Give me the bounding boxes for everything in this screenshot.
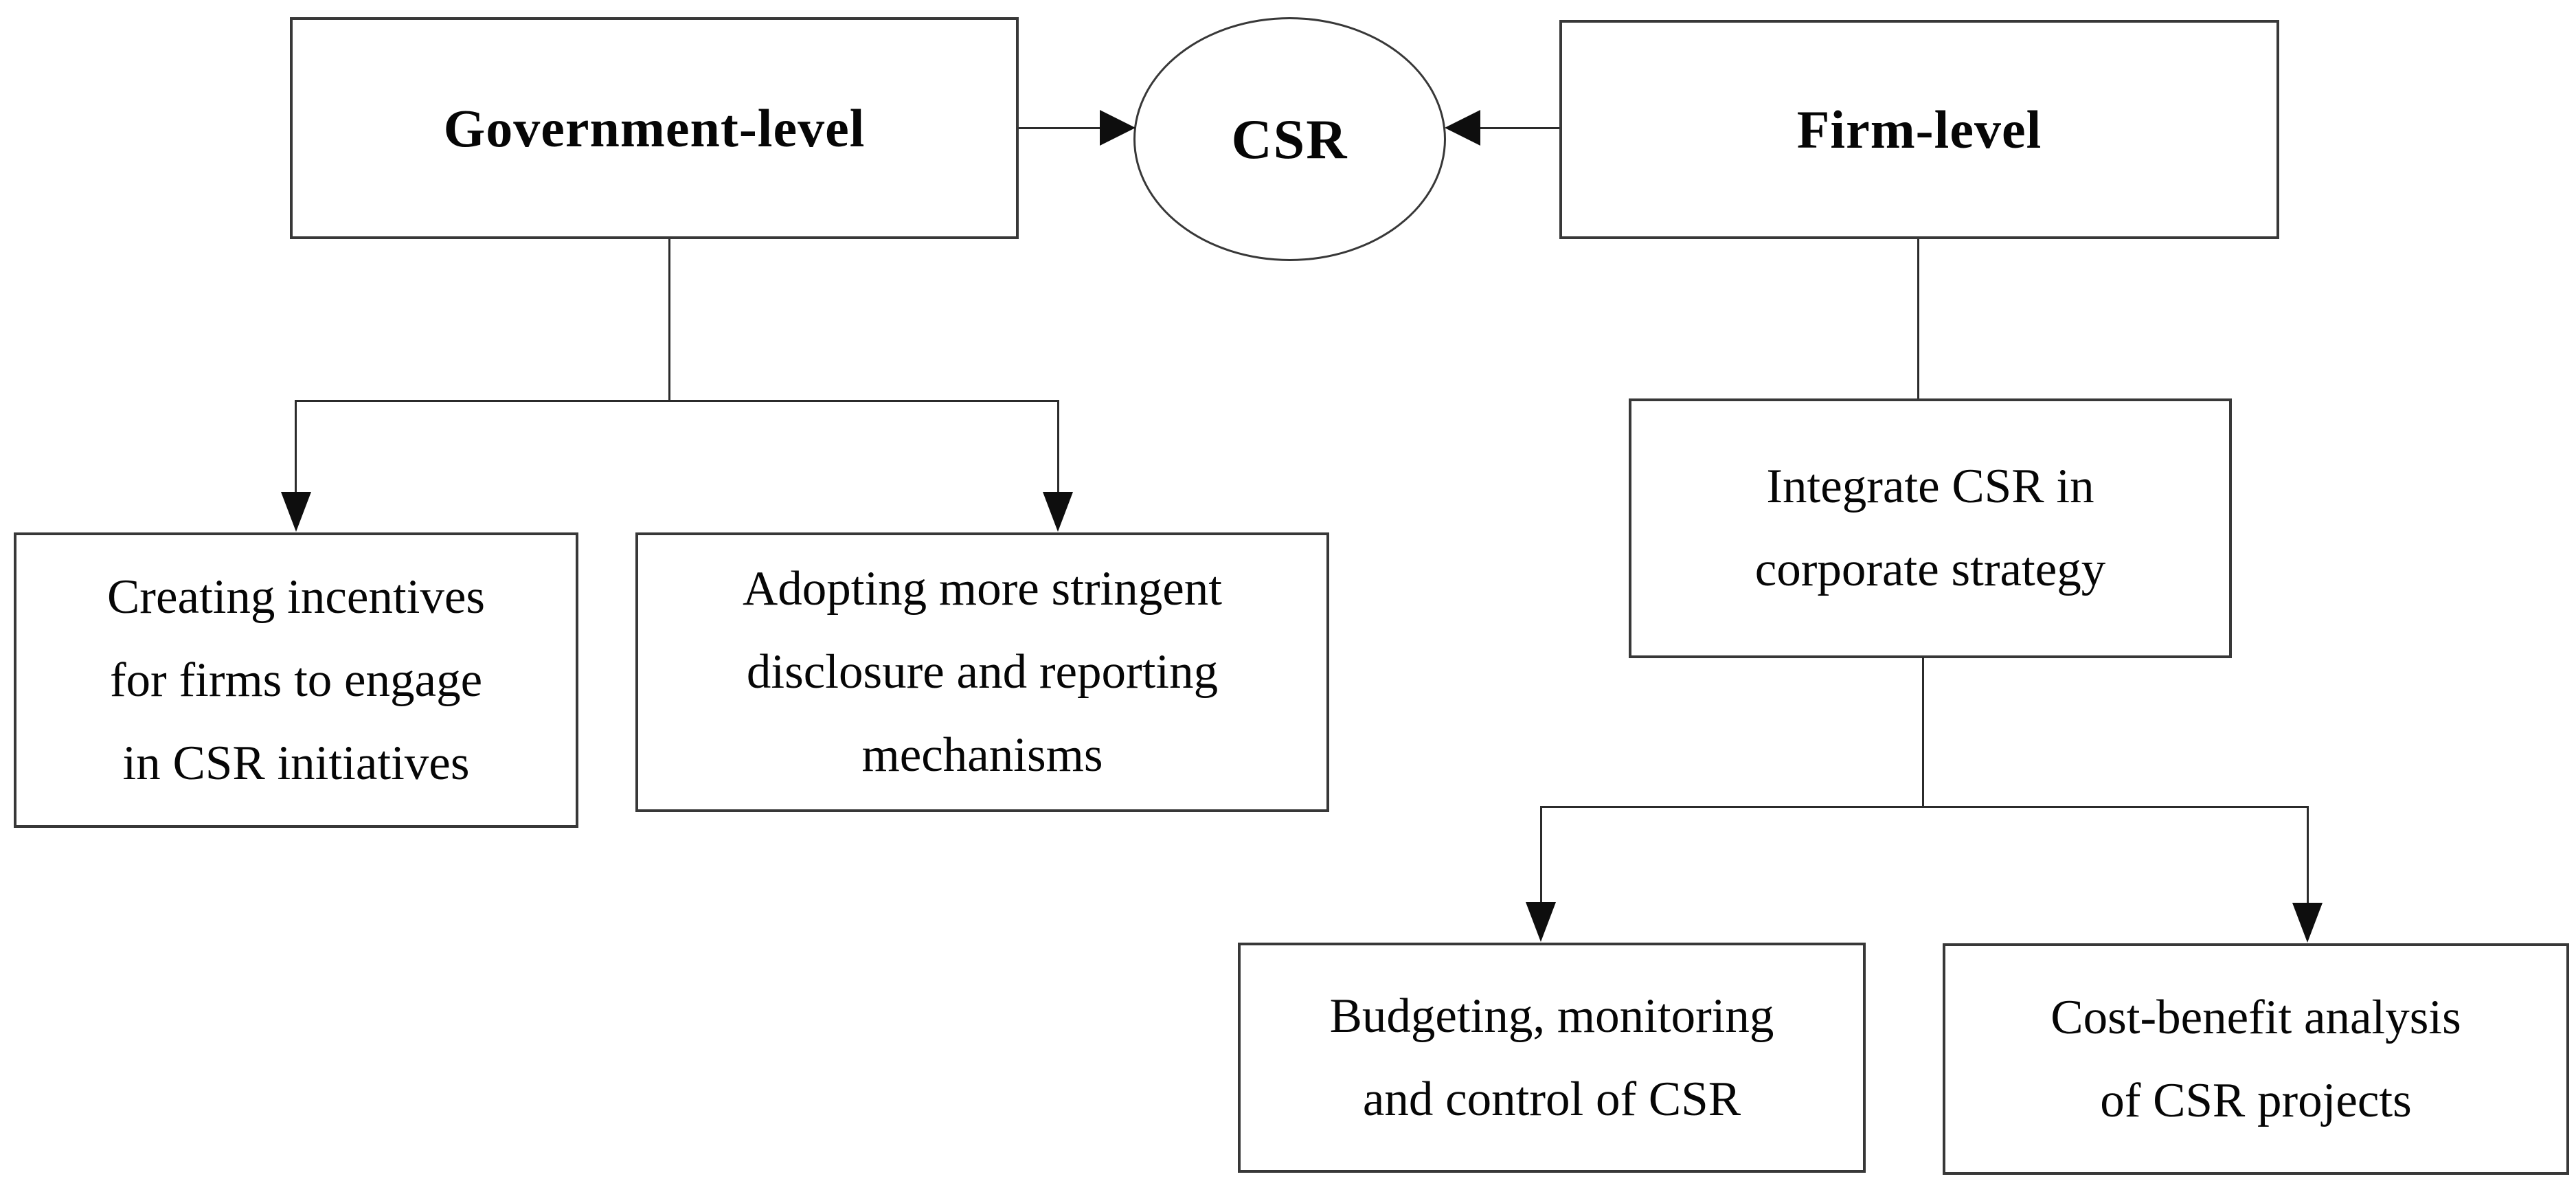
arrowhead-down-cost-benefit	[2292, 903, 2323, 943]
node-csr-label: CSR	[1231, 108, 1348, 170]
connector-drop-cost-benefit	[2307, 806, 2309, 903]
connector-drop-budgeting	[1540, 806, 1542, 903]
creating-incentives-line-1: Creating incentives	[106, 570, 486, 624]
connector-drop-creating-incentives	[295, 400, 297, 493]
node-government-level: Government-level	[290, 17, 1019, 239]
connector-firm-to-csr	[1480, 127, 1559, 129]
connector-government-stem	[668, 239, 670, 401]
node-government-level-label: Government-level	[443, 98, 866, 158]
connector-government-to-csr	[1019, 127, 1100, 129]
connector-integrate-stem	[1922, 657, 1924, 807]
cost-benefit-line-1: Cost-benefit analysis	[2050, 990, 2461, 1044]
cost-benefit-line-2: of CSR projects	[2100, 1073, 2412, 1127]
arrowhead-down-adopting-mechanisms	[1043, 492, 1073, 532]
creating-incentives-line-3: in CSR initiatives	[122, 736, 470, 790]
adopting-mechanisms-line-1: Adopting more stringent	[742, 562, 1223, 616]
node-csr-ellipse: CSR	[1133, 17, 1446, 261]
connector-firm-stem	[1917, 239, 1919, 400]
node-adopting-mechanisms: Adopting more stringent disclosure and r…	[635, 532, 1329, 812]
integrate-strategy-line-2: corporate strategy	[1754, 543, 2106, 596]
creating-incentives-line-2: for firms to engage	[109, 653, 483, 707]
node-cost-benefit: Cost-benefit analysis of CSR projects	[1943, 943, 2569, 1175]
adopting-mechanisms-line-3: mechanisms	[861, 728, 1103, 782]
arrowhead-down-budgeting	[1526, 902, 1556, 942]
budgeting-control-line-2: and control of CSR	[1362, 1072, 1741, 1126]
arrowhead-right-government-to-csr	[1100, 110, 1136, 146]
node-firm-level: Firm-level	[1559, 20, 2279, 239]
arrowhead-down-creating-incentives	[281, 492, 311, 532]
adopting-mechanisms-line-2: disclosure and reporting	[746, 645, 1219, 699]
node-integrate-strategy: Integrate CSR in corporate strategy	[1629, 398, 2232, 658]
node-budgeting-control: Budgeting, monitoring and control of CSR	[1238, 943, 1866, 1173]
node-creating-incentives: Creating incentives for firms to engage …	[14, 532, 578, 828]
connector-drop-adopting-mechanisms	[1057, 400, 1059, 493]
arrowhead-left-firm-to-csr	[1445, 110, 1480, 146]
node-firm-level-label: Firm-level	[1796, 100, 2042, 159]
budgeting-control-line-1: Budgeting, monitoring	[1329, 989, 1774, 1043]
connector-government-split	[295, 400, 1059, 402]
integrate-strategy-line-1: Integrate CSR in	[1766, 460, 2094, 513]
connector-firm-split	[1540, 806, 2309, 808]
